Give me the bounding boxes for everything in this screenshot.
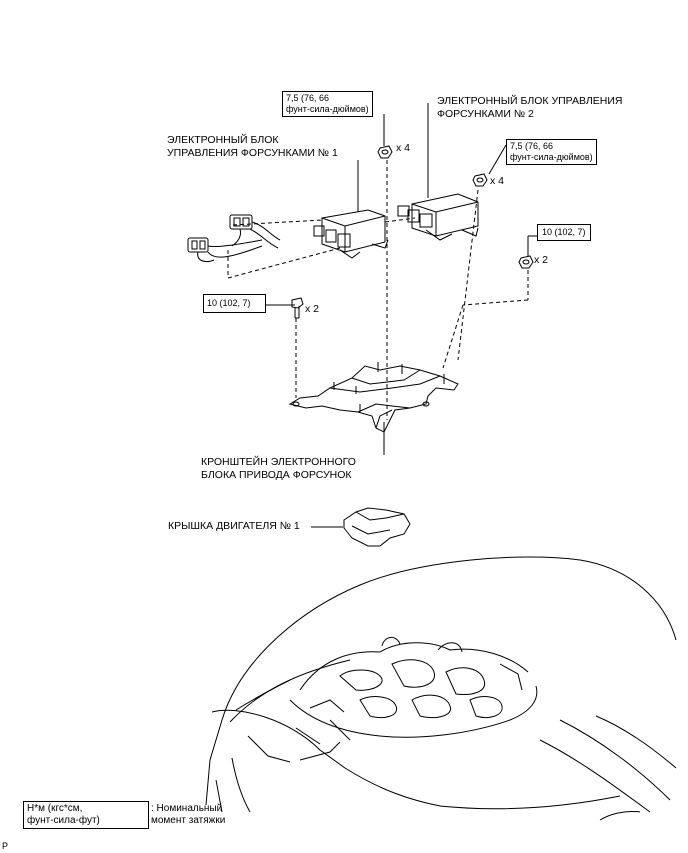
- ecu-1-label-line2: УПРАВЛЕНИЯ ФОРСУНКАМИ № 1: [167, 147, 338, 159]
- nut-top-left-icon: [377, 145, 393, 159]
- injector-ecu-1: [313, 209, 389, 259]
- legend-description: : Номинальный момент затяжки: [151, 803, 225, 827]
- bracket-label-line2: БЛОКА ПРИВОДА ФОРСУНОК: [201, 469, 352, 481]
- torque-box-top-left-line2: фунт-сила-дюймов): [286, 104, 369, 114]
- torque-box-top-right-line2: фунт-сила-дюймов): [510, 152, 593, 162]
- engine-cover-1: [343, 507, 411, 547]
- legend-torque-box: Н*м (кгс*см, фунт-сила-фут): [23, 801, 149, 829]
- ecu-2-label: ЭЛЕКТРОННЫЙ БЛОК УПРАВЛЕНИЯ ФОРСУНКАМИ №…: [437, 95, 622, 121]
- ecu-bracket: [288, 362, 459, 433]
- bolt-left-icon: [291, 297, 304, 319]
- bracket-label-line1: КРОНШТЕЙН ЭЛЕКТРОННОГО: [201, 456, 356, 468]
- engine-cover-label: КРЫШКА ДВИГАТЕЛЯ № 1: [168, 520, 300, 532]
- ecu-1-label: ЭЛЕКТРОННЫЙ БЛОК УПРАВЛЕНИЯ ФОРСУНКАМИ №…: [167, 134, 338, 160]
- leader-lines: [265, 103, 537, 528]
- bracket-label: КРОНШТЕЙН ЭЛЕКТРОННОГО БЛОКА ПРИВОДА ФОР…: [201, 456, 356, 482]
- ecu-2-label-line1: ЭЛЕКТРОННЫЙ БЛОК УПРАВЛЕНИЯ: [437, 95, 623, 107]
- ecu-1-label-line1: ЭЛЕКТРОННЫЙ БЛОК: [167, 134, 279, 146]
- ecu-2-label-line2: ФОРСУНКАМИ № 2: [437, 108, 534, 120]
- torque-box-top-right-line1: 7,5 (76, 66: [510, 141, 554, 151]
- qty-nut-top-left: x 4: [396, 142, 411, 154]
- torque-box-top-left: 7,5 (76, 66 фунт-сила-дюймов): [282, 91, 373, 117]
- nut-right-icon: [518, 255, 534, 269]
- wire-harness: [187, 214, 281, 263]
- torque-box-right-mid: 10 (102, 7): [537, 224, 591, 241]
- torque-box-top-left-line1: 7,5 (76, 66: [286, 93, 330, 103]
- qty-nut-top-right: x 4: [490, 175, 505, 187]
- legend-box-line1: Н*м (кгс*см,: [27, 803, 83, 814]
- alignment-dashes: [227, 160, 529, 420]
- engine-bay: [289, 637, 538, 745]
- legend-desc-line1: : Номинальный: [151, 803, 223, 814]
- legend-box-line2: фунт-сила-фут): [27, 815, 100, 826]
- nut-top-right-icon: [472, 173, 488, 187]
- vehicle-outline: [205, 556, 677, 821]
- torque-box-top-right: 7,5 (76, 66 фунт-сила-дюймов): [506, 139, 597, 165]
- qty-bolt-left: x 2: [305, 303, 320, 315]
- injector-ecu-2: [397, 193, 479, 241]
- corner-mark: P: [2, 841, 9, 851]
- torque-box-left-mid: 10 (102, 7): [203, 294, 266, 313]
- legend-desc-line2: момент затяжки: [151, 815, 226, 826]
- qty-nut-right: x 2: [534, 254, 549, 266]
